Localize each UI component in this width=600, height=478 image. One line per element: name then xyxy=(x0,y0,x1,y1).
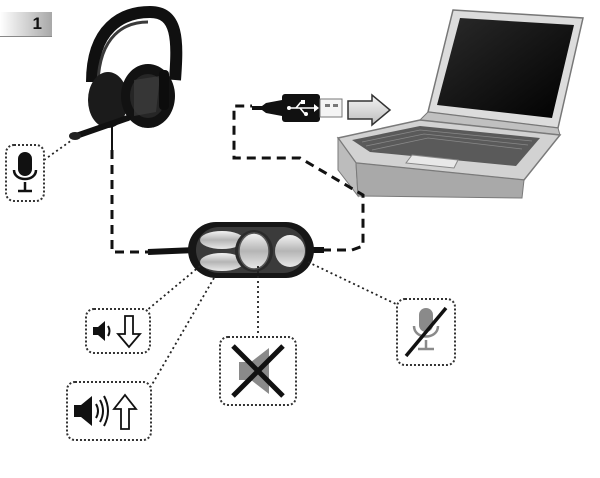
volume-up-icon xyxy=(74,393,138,430)
laptop-image xyxy=(336,9,584,199)
cable-dashed xyxy=(110,104,365,254)
usb-plug xyxy=(252,94,343,122)
callout-volume-up xyxy=(66,381,152,441)
inline-remote xyxy=(147,222,324,278)
mic-mute-button[interactable] xyxy=(275,235,305,267)
speaker-mute-button[interactable] xyxy=(238,232,270,270)
mic-mute-icon xyxy=(404,306,448,358)
step-badge: 1 xyxy=(0,12,52,37)
leader-lines xyxy=(43,139,401,389)
microphone-icon xyxy=(12,152,38,193)
volume-down-icon xyxy=(93,315,142,349)
volume-up-button[interactable] xyxy=(200,253,244,271)
arrow-right-icon xyxy=(347,93,392,127)
callout-volume-down xyxy=(85,308,151,354)
callout-microphone xyxy=(5,144,45,202)
step-number: 1 xyxy=(32,14,42,33)
volume-down-button[interactable] xyxy=(200,231,244,249)
callout-speaker-mute xyxy=(219,336,297,406)
callout-mic-mute xyxy=(396,298,456,366)
speaker-mute-icon xyxy=(231,344,285,398)
headset-image xyxy=(69,5,183,150)
usb-icon xyxy=(287,100,319,116)
